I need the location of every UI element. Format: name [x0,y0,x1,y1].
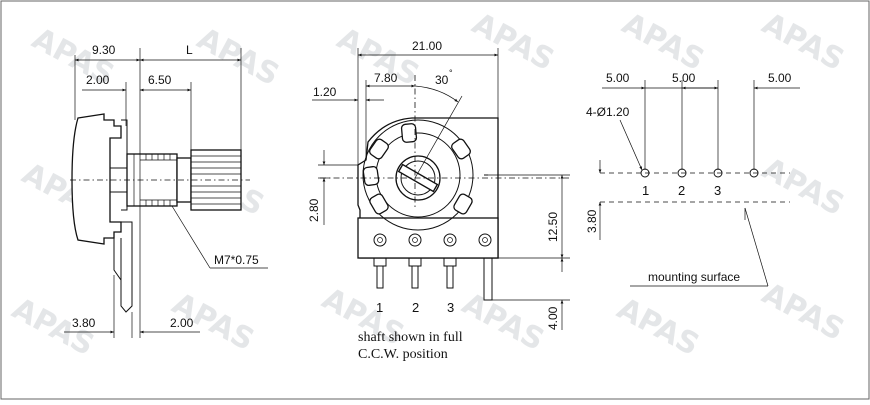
hole-callout: 4-Ø1.20 [586,105,630,119]
dim-21-00: 21.00 [412,39,442,53]
pins [373,258,493,301]
pin-label-3: 3 [447,300,454,315]
watermark: APAS [611,291,704,363]
side-view: 9.30 L 2.00 6.50 M7*0.75 3.80 2.00 [64,43,268,338]
dim-5-00-right: 5.00 [768,71,792,85]
thread-hatch [145,154,171,206]
fp-pin-1: 1 [642,183,649,198]
watermark: APAS [616,6,709,78]
rotor-ring [362,119,474,231]
note-line-1: shaft shown in full [358,330,463,345]
bracket [121,119,128,211]
front-view: 1 2 3 21.00 7.80 1.20 30 ° 2.80 12.50 [307,39,570,362]
dim-angle-30: 30 [435,73,449,87]
watermark: APAS [191,21,284,93]
dim-7-80: 7.80 [374,71,398,85]
watermark: APAS [756,6,849,78]
dim-9-30: 9.30 [92,43,116,57]
dim-6-50: 6.50 [148,73,172,87]
dim-2-80: 2.80 [307,198,321,222]
pin-label-2: 2 [412,300,419,315]
rotor-tabs [362,123,473,215]
dim-3-80: 3.80 [72,316,96,330]
mount-leg [120,221,133,313]
dim-5-00-mid: 5.00 [672,71,696,85]
mounting-surface-label: mounting surface [648,270,740,284]
pin-holes [373,233,492,247]
fp-pin-3: 3 [714,183,721,198]
watermark: APAS [756,151,849,223]
watermark: APAS [756,276,849,348]
hole-2 [677,168,687,178]
housing-body [71,113,122,245]
dim-1-20: 1.20 [313,85,337,99]
watermark: APAS [456,286,549,358]
dim-4-00: 4.00 [546,306,560,330]
fp-pin-2: 2 [678,183,685,198]
pin-label-1: 1 [376,300,383,315]
dim-2-00: 2.00 [86,73,110,87]
watermark: APAS [466,6,559,78]
hole-4 [749,168,759,178]
thread-callout: M7*0.75 [214,253,259,267]
dim-L: L [186,43,193,57]
note-line-2: C.C.W. position [358,347,448,362]
knurl-lines [191,155,241,205]
hole-1 [640,168,650,178]
degree-sign: ° [449,68,453,78]
dim-3-80-fp: 3.80 [585,209,599,233]
dim-5-00-left: 5.00 [606,71,630,85]
terminal [113,238,122,282]
footprint-view: 5.00 5.00 5.00 4-Ø1.20 1 2 3 3.80 mounti… [585,71,800,287]
dim-2-00-bottom: 2.00 [170,316,194,330]
dim-12-50: 12.50 [546,212,560,242]
hole-3 [713,168,723,178]
